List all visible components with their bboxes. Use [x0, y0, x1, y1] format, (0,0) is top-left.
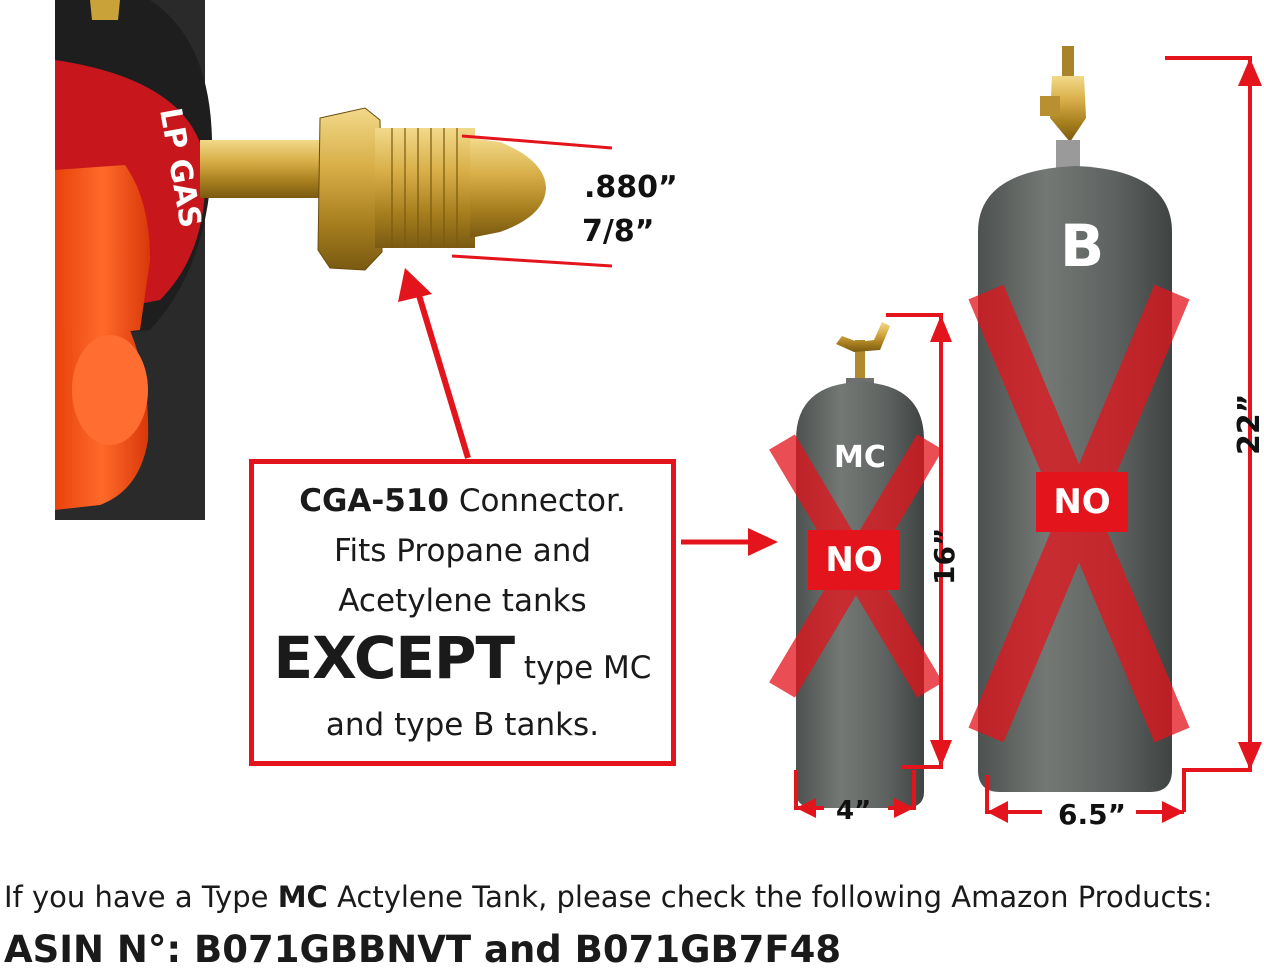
tank-b-width: 6.5”: [1058, 798, 1127, 831]
tank-mc-label: MC: [834, 440, 886, 475]
callout-arrow-up-head: [398, 268, 432, 302]
tank-b-height: 22”: [1232, 393, 1264, 455]
callout-line-2: Fits Propane and: [333, 533, 592, 569]
callout-line-1: CGA-510 Connector.: [254, 476, 671, 526]
cga-510-fitting: [200, 107, 546, 271]
footer-note: If you have a Type MC Actylene Tank, ple…: [4, 880, 1213, 914]
fitting-dim-fraction: 7/8”: [582, 214, 655, 249]
dim-line-bottom: [451, 254, 613, 268]
callout-line-3: Acetylene tanks: [338, 583, 587, 619]
tank-b-no-badge: NO: [1036, 472, 1128, 532]
dim-line-top: [461, 134, 613, 150]
compatibility-callout: CGA-510 Connector. Fits Propane and Acet…: [249, 459, 676, 766]
callout-arrow-up: [415, 291, 471, 459]
callout-arrow-right-head: [748, 528, 778, 556]
footer-note-start: If you have a Type: [4, 880, 278, 914]
footer-asin: ASIN N°: B071GBBNVT and B071GB7F48: [4, 928, 842, 971]
callout-line-5: and type B tanks.: [325, 707, 600, 743]
except-label: EXCEPT: [273, 624, 516, 692]
tank-mc-height: 16”: [928, 527, 961, 585]
connector-label: Connector.: [449, 483, 626, 519]
footer-note-end: Actylene Tank, please check the followin…: [327, 880, 1213, 914]
callout-line-4: EXCEPT type MC: [254, 626, 671, 700]
except-rest: type MC: [514, 650, 652, 686]
cga-label: CGA-510: [299, 483, 449, 519]
fitting-dim-decimal: .880”: [584, 170, 678, 205]
tank-b-label: B: [1060, 212, 1105, 280]
tank-mc-no-badge: NO: [808, 530, 900, 590]
regulator: LP GAS: [55, 0, 213, 520]
footer-note-type: MC: [277, 880, 328, 914]
tank-mc-width: 4”: [836, 796, 872, 826]
